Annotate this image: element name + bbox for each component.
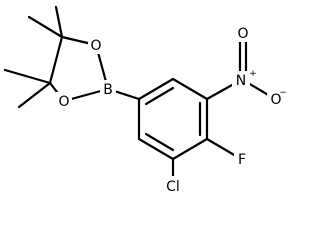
atom-labels: O O B N + O O − F Cl xyxy=(56,24,287,196)
bond-methyl-2 xyxy=(27,15,64,39)
bond-methyl-4 xyxy=(17,81,52,109)
bond-ring-inner-1 xyxy=(144,86,175,106)
bond-methyl-1 xyxy=(54,5,64,39)
atom-label-chlorine: Cl xyxy=(166,179,180,195)
atom-label-nitrogen: N xyxy=(236,73,246,89)
atom-label-boron: B xyxy=(103,82,113,98)
bond-c-c-ring xyxy=(48,35,64,85)
atom-label-oxygen-top: O xyxy=(90,38,101,54)
atom-label-oxygen-bottom: O xyxy=(58,94,69,110)
atom-label-fluorine: F xyxy=(238,152,246,168)
bond-ring-1 xyxy=(137,77,175,101)
bond-ring-5 xyxy=(137,137,175,161)
bond-methyl-3 xyxy=(3,68,52,85)
bond-ring-2 xyxy=(171,77,209,101)
nitro-oxygen-charge: − xyxy=(279,88,287,98)
bond-ring-4 xyxy=(171,137,209,161)
molecule-structure: O O B N + O O − F Cl xyxy=(3,5,287,196)
nitrogen-charge: + xyxy=(249,69,257,79)
atom-label-nitro-oxygen: O xyxy=(270,92,281,108)
atom-label-nitro-oxygen-top: O xyxy=(237,26,248,42)
bond-ring-inner-3 xyxy=(144,132,175,152)
